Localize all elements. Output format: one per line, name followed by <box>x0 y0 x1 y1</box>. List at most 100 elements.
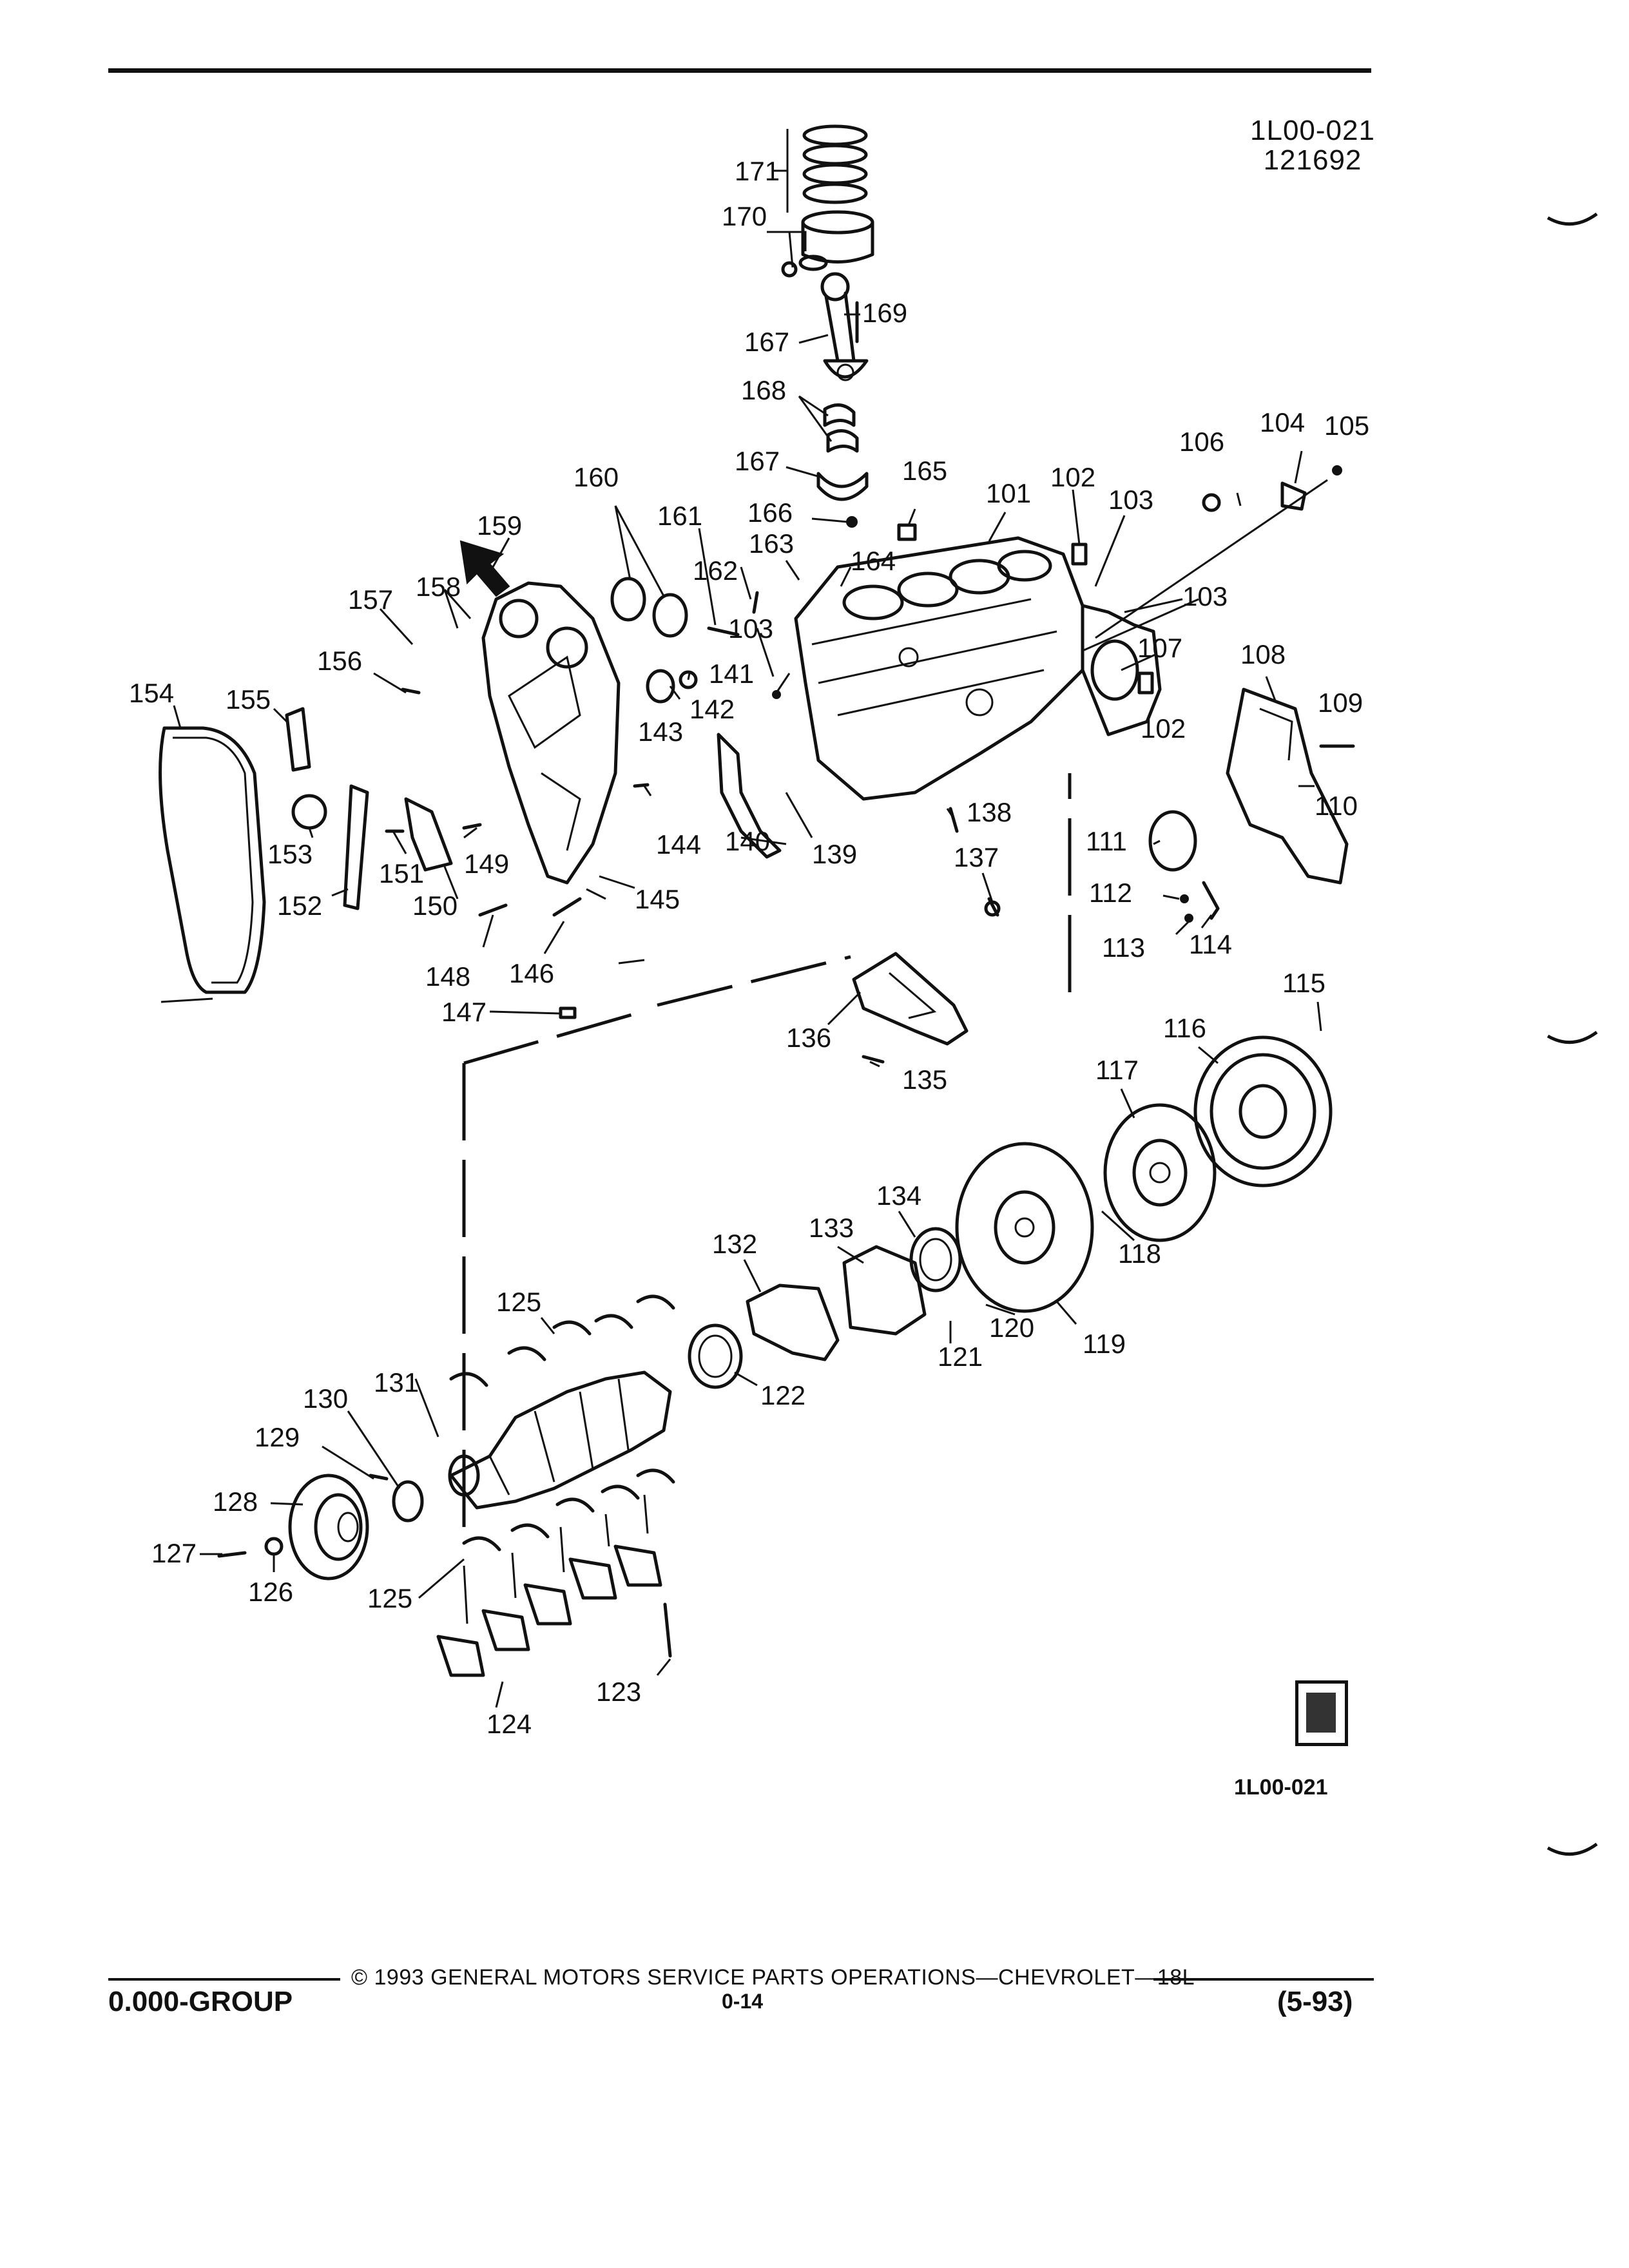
callout-118: 118 <box>1118 1238 1161 1269</box>
figure-date: 121692 <box>1263 144 1362 176</box>
callout-141: 141 <box>709 658 754 689</box>
rod-bearings <box>823 403 859 453</box>
figure-id-block: 1L00-021 121692 <box>1250 116 1375 175</box>
washer-126 <box>264 1537 284 1556</box>
stud-161 <box>707 626 740 637</box>
binder-hole-mark-bottom <box>1547 1843 1598 1856</box>
callout-138: 138 <box>967 797 1012 827</box>
callout-154: 154 <box>129 678 174 708</box>
callout-160: 160 <box>574 462 619 492</box>
mount-bracket-136 <box>852 900 1001 1046</box>
callout-144: 144 <box>656 829 701 860</box>
callout-158: 158 <box>416 572 461 602</box>
binder-hole-mark-top <box>1547 213 1598 226</box>
callout-170: 170 <box>722 201 767 231</box>
callout-171: 171 <box>735 156 780 186</box>
callout-146: 146 <box>509 958 554 988</box>
callout-168: 168 <box>741 375 786 405</box>
callout-153: 153 <box>267 839 313 869</box>
dowel-102b <box>1137 671 1154 695</box>
washer-142 <box>679 670 698 689</box>
callout-104: 104 <box>1260 407 1305 437</box>
callout-labels: 171 170 169 167 168 167 166 165 163 164 … <box>129 156 1369 1739</box>
tensioner-152 <box>343 784 369 910</box>
callout-151: 151 <box>379 858 424 889</box>
callout-143: 143 <box>638 716 683 747</box>
callout-169: 169 <box>862 298 907 328</box>
callout-103-right: 103 <box>1182 581 1228 611</box>
callout-166: 166 <box>747 497 793 528</box>
timing-belt <box>159 726 266 994</box>
callout-165: 165 <box>902 456 947 486</box>
footer-group: 0.000-GROUP <box>108 1986 293 2017</box>
callout-131: 131 <box>374 1367 419 1398</box>
seal-143 <box>646 669 675 704</box>
seal-122 <box>688 1323 743 1389</box>
callout-124: 124 <box>487 1709 532 1739</box>
callout-122: 122 <box>760 1380 805 1410</box>
bolt-127 <box>217 1551 247 1558</box>
main-bearings-upper <box>449 1294 675 1552</box>
leader-lines <box>173 129 1322 1708</box>
callout-129: 129 <box>255 1422 300 1452</box>
callout-167-bottom: 167 <box>735 446 780 476</box>
callout-162: 162 <box>693 555 738 586</box>
callout-113: 113 <box>1102 932 1145 963</box>
callout-107: 107 <box>1137 633 1182 663</box>
footer-page-number: 0-14 <box>722 1990 764 2013</box>
callout-145: 145 <box>635 884 680 914</box>
bearing-caps <box>436 1544 672 1677</box>
callout-159: 159 <box>477 510 522 541</box>
callout-110: 110 <box>1315 791 1358 821</box>
engine-block <box>794 536 1162 801</box>
callout-128: 128 <box>213 1486 258 1517</box>
key-129 <box>369 1474 389 1481</box>
connecting-rod <box>820 272 869 381</box>
callout-139: 139 <box>812 839 857 869</box>
callout-135: 135 <box>902 1064 947 1095</box>
pulley-153 <box>291 794 327 830</box>
pressure-plate <box>1193 1035 1333 1187</box>
callout-103-top: 103 <box>1108 485 1153 515</box>
callout-137: 137 <box>954 842 999 872</box>
gm-spo-logo <box>1295 1680 1348 1746</box>
callout-132: 132 <box>712 1229 757 1259</box>
callout-120: 120 <box>989 1312 1034 1343</box>
guide-155 <box>285 707 311 772</box>
callout-105: 105 <box>1324 410 1369 441</box>
callout-140: 140 <box>725 826 770 856</box>
clutch-disc <box>1103 1103 1217 1242</box>
callout-102-top: 102 <box>1050 462 1095 492</box>
timing-cover <box>481 581 621 885</box>
rod-cap <box>816 472 869 528</box>
footer-copyright: © 1993 GENERAL MOTORS SERVICE PARTS OPER… <box>351 1965 1195 1990</box>
callout-150: 150 <box>412 890 458 921</box>
callout-152: 152 <box>277 890 322 921</box>
callout-125-top: 125 <box>496 1287 541 1317</box>
callout-101: 101 <box>986 478 1031 508</box>
top-rule <box>108 68 1371 73</box>
callout-161: 161 <box>657 501 702 531</box>
seal-housing-133 <box>842 1245 927 1336</box>
guide-150 <box>404 797 453 872</box>
callout-156: 156 <box>317 646 362 676</box>
callout-123: 123 <box>596 1677 641 1707</box>
callout-108: 108 <box>1240 639 1286 669</box>
callout-167-top: 167 <box>744 327 789 357</box>
crank-pulley <box>288 1474 369 1581</box>
gasket-132 <box>746 1283 840 1361</box>
fitting-165 <box>897 523 917 541</box>
callout-102-bottom: 102 <box>1141 713 1186 744</box>
callout-111: 111 <box>1086 826 1127 856</box>
callout-103-a: 103 <box>728 613 773 644</box>
callout-136: 136 <box>786 1023 831 1053</box>
callout-126: 126 <box>248 1577 293 1607</box>
callout-119: 119 <box>1083 1329 1126 1359</box>
piston-rings <box>802 124 868 204</box>
arrow-159 <box>459 540 510 597</box>
dashed-boundary <box>462 773 1072 1546</box>
callout-133: 133 <box>809 1213 854 1243</box>
dowel-102a <box>1071 543 1088 566</box>
piston <box>781 210 874 278</box>
